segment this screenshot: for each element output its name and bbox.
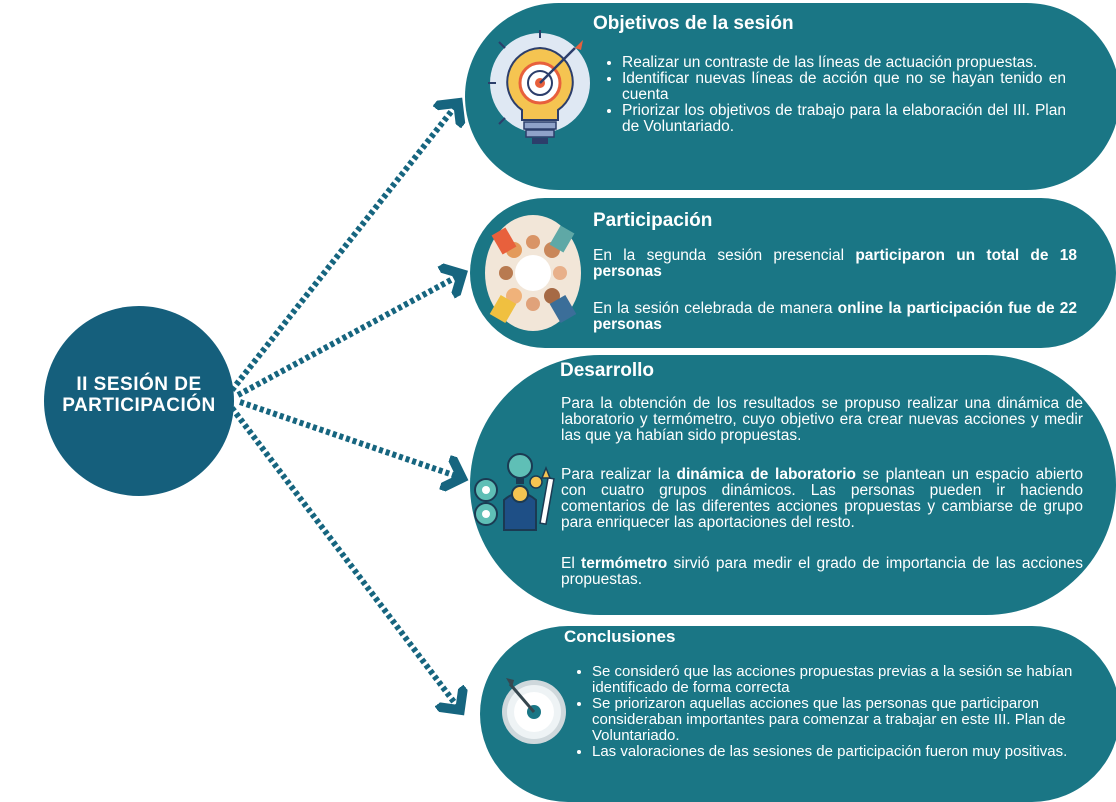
center-label: II SESIÓN DE PARTICIPACIÓN: [44, 374, 234, 416]
participacion-p1-text: En la segunda sesión presencial: [593, 247, 856, 264]
participacion-title: Participación: [593, 210, 713, 231]
desarrollo-box: [470, 355, 1116, 615]
list-item: Realizar un contraste de las líneas de a…: [622, 55, 1066, 71]
desarrollo-p1: Para la obtención de los resultados se p…: [561, 395, 1083, 444]
participacion-p2-text: En la sesión celebrada de manera: [593, 300, 838, 317]
conclusiones-list: Se consideró que las acciones propuestas…: [578, 664, 1113, 760]
people-circle-illustration: [484, 210, 582, 336]
center-label-line2: PARTICIPACIÓN: [62, 395, 216, 416]
objetivos-title: Objetivos de la sesión: [593, 13, 794, 34]
arrow-to-conclusiones: [229, 406, 460, 710]
desarrollo-p3: El termómetro sirvió para medir el grado…: [561, 556, 1083, 588]
participacion-p2-bold: online la participación fue de 22 person…: [593, 300, 1077, 333]
desarrollo-title: Desarrollo: [560, 360, 654, 381]
participacion-p1-bold: participaron un total de 18 personas: [593, 247, 1078, 280]
participacion-p2: En la sesión celebrada de manera online …: [593, 301, 1077, 333]
list-item: Las valoraciones de las sesiones de part…: [592, 744, 1113, 760]
conclusiones-box: [480, 626, 1116, 802]
objetivos-list: Realizar un contraste de las líneas de a…: [608, 55, 1066, 135]
list-item: Se consideró que las acciones propuestas…: [592, 664, 1113, 696]
desarrollo-p2-text-a: Para realizar la: [561, 466, 677, 483]
center-label-line1: II SESIÓN DE: [76, 374, 202, 395]
list-item: Identificar nuevas líneas de acción que …: [622, 71, 1066, 103]
arrow-to-objetivos: [229, 103, 458, 392]
desarrollo-p2-text-c: se plantean un espacio abierto con cuatr…: [561, 466, 1083, 531]
list-item: Se priorizaron aquellas acciones que las…: [592, 696, 1113, 744]
center-circle: [44, 306, 234, 496]
participacion-p1: En la segunda sesión presencial particip…: [593, 248, 1077, 280]
conclusiones-title: Conclusiones: [564, 627, 676, 646]
desarrollo-p2-bold: dinámica de laboratorio: [676, 466, 856, 483]
target-dart-icon: [494, 668, 574, 748]
desarrollo-p3-bold: termómetro: [581, 555, 668, 572]
desarrollo-p3-text-a: El: [561, 555, 582, 572]
list-item: Priorizar los objetivos de trabajo para …: [622, 103, 1066, 135]
lightbulb-target-icon: [480, 18, 590, 158]
desarrollo-p3-text-c: sirvió para medir el grado de importanci…: [561, 555, 1083, 588]
desarrollo-p2: Para realizar la dinámica de laboratorio…: [561, 467, 1083, 531]
gears-person-icon: [470, 450, 560, 535]
arrow-to-participacion: [236, 274, 462, 398]
